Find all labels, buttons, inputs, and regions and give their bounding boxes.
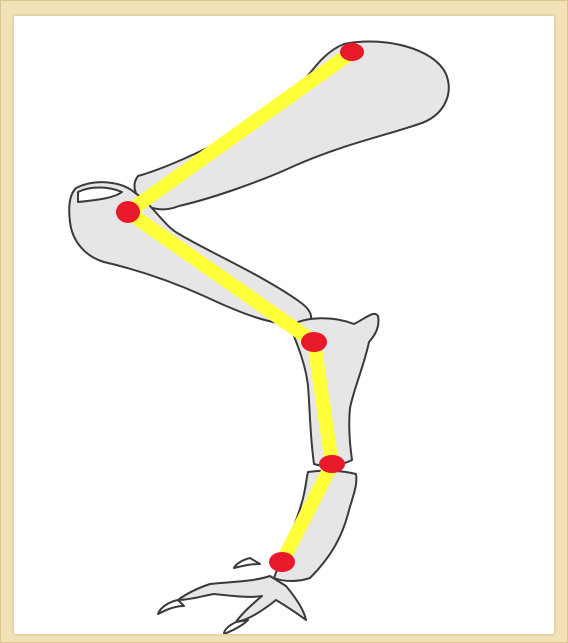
claw-2: [224, 620, 248, 634]
fetlock-joint: [319, 455, 345, 473]
toe-bones: [178, 576, 306, 622]
shoulder-joint: [340, 43, 364, 61]
leg-skeleton-diagram: [14, 16, 554, 634]
figure-panel: [14, 16, 554, 634]
claw-1: [158, 600, 184, 614]
toe-joint: [269, 552, 295, 572]
bones: [69, 42, 448, 634]
dewclaw: [234, 558, 260, 568]
elbow-joint: [116, 201, 140, 223]
carpal-joint: [301, 332, 327, 352]
scapula-bone: [134, 42, 448, 210]
